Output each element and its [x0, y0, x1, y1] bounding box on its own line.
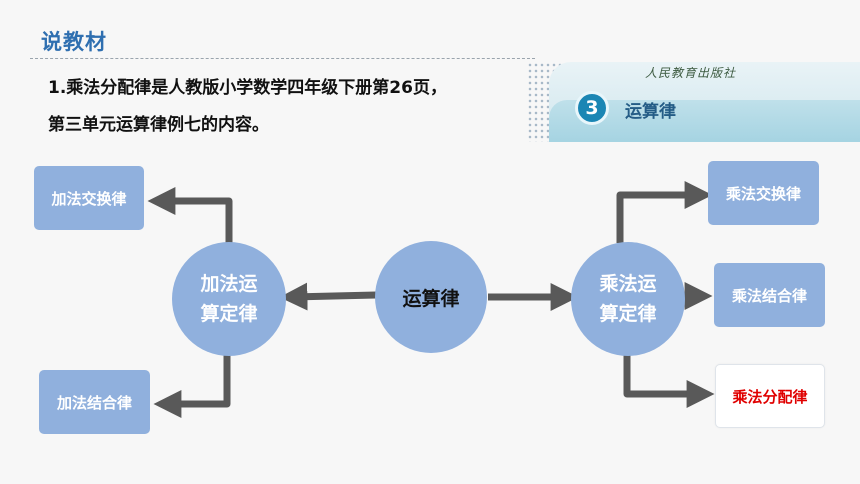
left-hub-node: 加法运 算定律 [172, 242, 286, 356]
arrow-center-to-left [279, 282, 377, 311]
arrow-left-to-top [147, 187, 233, 245]
intro-text: 1.乘法分配律是人教版小学数学四年级下册第26页， 第三单元运算律例七的内容。 [48, 70, 538, 144]
textbook-banner: 人民教育出版社 3 运算律 [527, 62, 860, 142]
center-node: 运算律 [375, 241, 487, 353]
arrow-left-to-bottom [153, 350, 231, 418]
node-addition-commutative: 加法交换律 [34, 166, 144, 230]
title-divider [30, 58, 535, 59]
arrow-right-to-top [616, 181, 713, 243]
node-multiplication-associative: 乘法结合律 [714, 263, 825, 327]
center-node-label: 运算律 [402, 287, 460, 310]
right-hub-node: 乘法运 算定律 [571, 242, 685, 356]
arrow-right-to-bottom [623, 351, 715, 408]
node-multiplication-commutative: 乘法交换律 [708, 161, 819, 225]
unit-number-badge: 3 [575, 91, 609, 125]
intro-line-1: 1.乘法分配律是人教版小学数学四年级下册第26页， [48, 78, 447, 98]
unit-title: 运算律 [625, 102, 676, 122]
right-hub-label-2: 算定律 [599, 303, 657, 325]
publisher-logo: 人民教育出版社 [645, 66, 737, 80]
intro-line-2: 第三单元运算律例七的内容。 [48, 115, 269, 135]
node-addition-associative: 加法结合律 [39, 370, 150, 434]
node-multiplication-distributive: 乘法分配律 [715, 364, 825, 428]
left-hub-label-2: 算定律 [200, 303, 258, 325]
right-hub-label-1: 乘法运 [599, 273, 657, 295]
page-title: 说教材 [41, 30, 107, 54]
left-hub-label-1: 加法运 [200, 273, 258, 295]
